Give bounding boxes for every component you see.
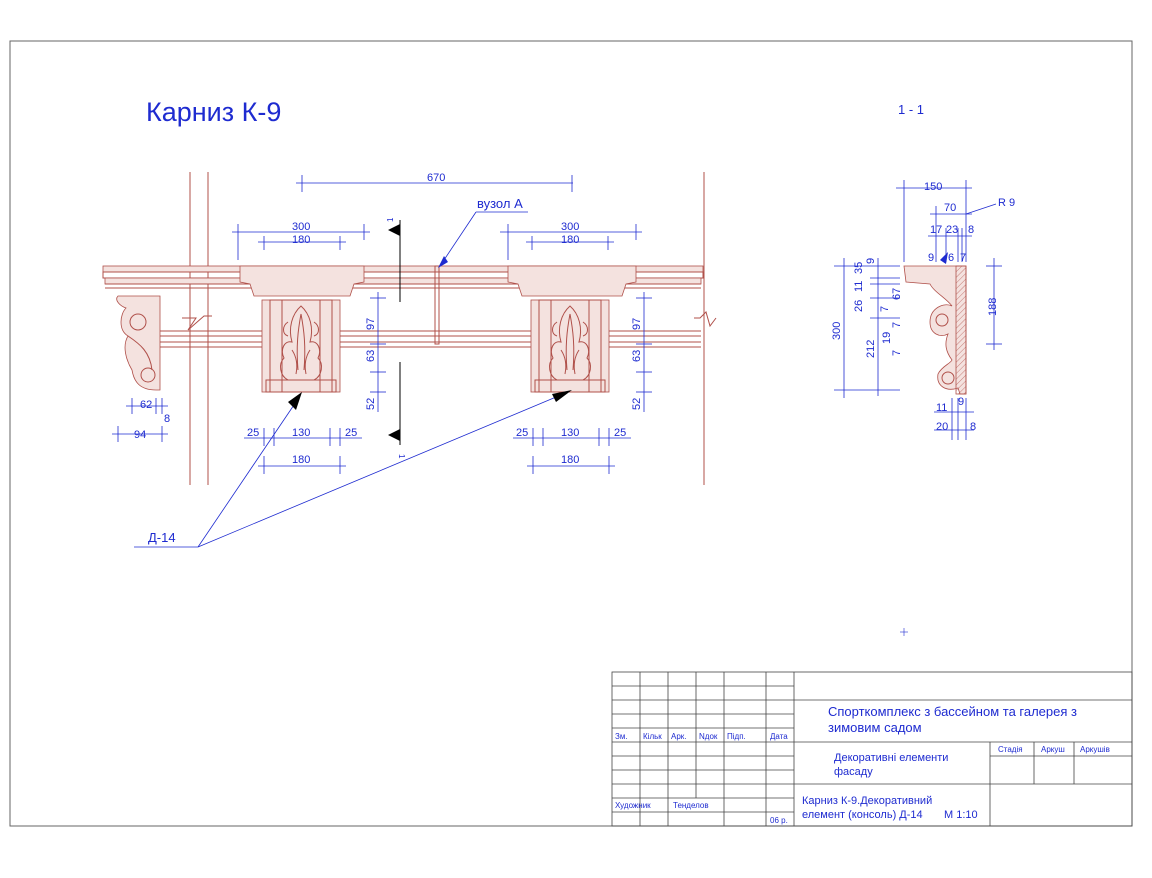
person-name: Тенделов: [673, 801, 709, 810]
dim-v7b: 7: [891, 322, 903, 328]
node-a-label: вузол А: [477, 196, 523, 211]
dim-right-63: 63: [631, 350, 643, 362]
role-artist: Художник: [615, 801, 651, 810]
dim-670: 670: [427, 172, 445, 184]
dim-8: 8: [164, 413, 170, 425]
front-view: 1 1 670 300 180 300 180 вузол А: [102, 172, 717, 548]
title-block: Зм. Кільк Арк. Nдок Підп. Дата Спорткомп…: [611, 671, 1133, 827]
col-kilk: Кільк: [643, 732, 662, 741]
col-zm: Зм.: [615, 732, 628, 741]
dim-left-25a: 25: [247, 427, 259, 439]
project-name: Спорткомплекс з бассейном та галерея з: [828, 704, 1077, 719]
dim-left-52: 52: [365, 398, 377, 410]
dim-6: 6: [948, 252, 954, 264]
section-label: 1 - 1: [898, 102, 924, 117]
col-ark: Арк.: [671, 732, 687, 741]
dim-17: 17: [930, 224, 942, 236]
drawing-name: Карниз К-9.Декоративний: [802, 795, 932, 807]
dim-v212: 212: [865, 340, 877, 358]
dim-v26: 26: [853, 300, 865, 312]
dim-v19: 19: [881, 332, 893, 344]
dim-62: 62: [140, 399, 152, 411]
dim-b11: 11: [936, 402, 947, 414]
section-mark-top: 1: [386, 217, 395, 222]
dim-v188: 188: [987, 298, 999, 316]
dim-23: 23: [946, 224, 958, 236]
element-d14-label: Д-14: [148, 530, 176, 545]
sheet-header: Аркуш: [1041, 745, 1065, 754]
dim-right-180-top: 180: [561, 234, 579, 246]
dim-left-180-top: 180: [292, 234, 310, 246]
dim-b8: 8: [970, 421, 976, 433]
dim-right-130: 130: [561, 427, 579, 439]
sheet-name-2: фасаду: [834, 766, 873, 778]
dim-left-25b: 25: [345, 427, 357, 439]
col-ndok: Nдок: [699, 732, 718, 741]
dim-left-300: 300: [292, 221, 310, 233]
dim-v67: 67: [891, 288, 903, 300]
dim-right-180-bot: 180: [561, 454, 579, 466]
dim-left-180-bot: 180: [292, 454, 310, 466]
dim-8-top: 8: [968, 224, 974, 236]
dim-right-52: 52: [631, 398, 643, 410]
dim-right-97: 97: [631, 318, 643, 330]
dim-v300: 300: [831, 322, 843, 340]
project-name-2: зимовим садом: [828, 720, 922, 735]
dim-7-top: 7: [960, 252, 966, 264]
dim-9-top: 9: [928, 252, 934, 264]
dim-v11: 11: [853, 281, 865, 292]
dim-v9: 9: [865, 258, 877, 264]
sheet-name: Декоративні елементи: [834, 752, 948, 764]
dim-94: 94: [134, 429, 146, 441]
sheets-header: Аркушів: [1080, 745, 1110, 754]
sheet-frame: [9, 40, 1133, 827]
drawing-scale: М 1:10: [944, 809, 978, 821]
dim-150: 150: [924, 181, 942, 193]
dim-left-97: 97: [365, 318, 377, 330]
col-pidp: Підп.: [727, 732, 746, 741]
stage-header: Стадія: [998, 745, 1023, 754]
dim-r9: R 9: [998, 197, 1015, 209]
dim-v35: 35: [853, 262, 865, 274]
year: 06 р.: [770, 816, 788, 825]
col-data: Дата: [770, 732, 788, 741]
dim-b20: 20: [936, 421, 948, 433]
dim-70: 70: [944, 202, 956, 214]
dim-v7a: 7: [879, 306, 891, 312]
dim-left-63: 63: [365, 350, 377, 362]
dim-v7c: 7: [891, 350, 903, 356]
dim-b9: 9: [958, 396, 964, 408]
drawing-title: Карниз К-9: [146, 97, 281, 127]
dim-left-130: 130: [292, 427, 310, 439]
section-mark-bottom: 1: [397, 454, 406, 459]
dim-right-300: 300: [561, 221, 579, 233]
dim-right-25b: 25: [614, 427, 626, 439]
drawing-name-2: елемент (консоль) Д-14: [802, 809, 923, 821]
section-view: 150 70 R 9 17 23 8 9 6 7 35 9 11 26 67 7…: [831, 180, 1015, 636]
dim-right-25a: 25: [516, 427, 528, 439]
